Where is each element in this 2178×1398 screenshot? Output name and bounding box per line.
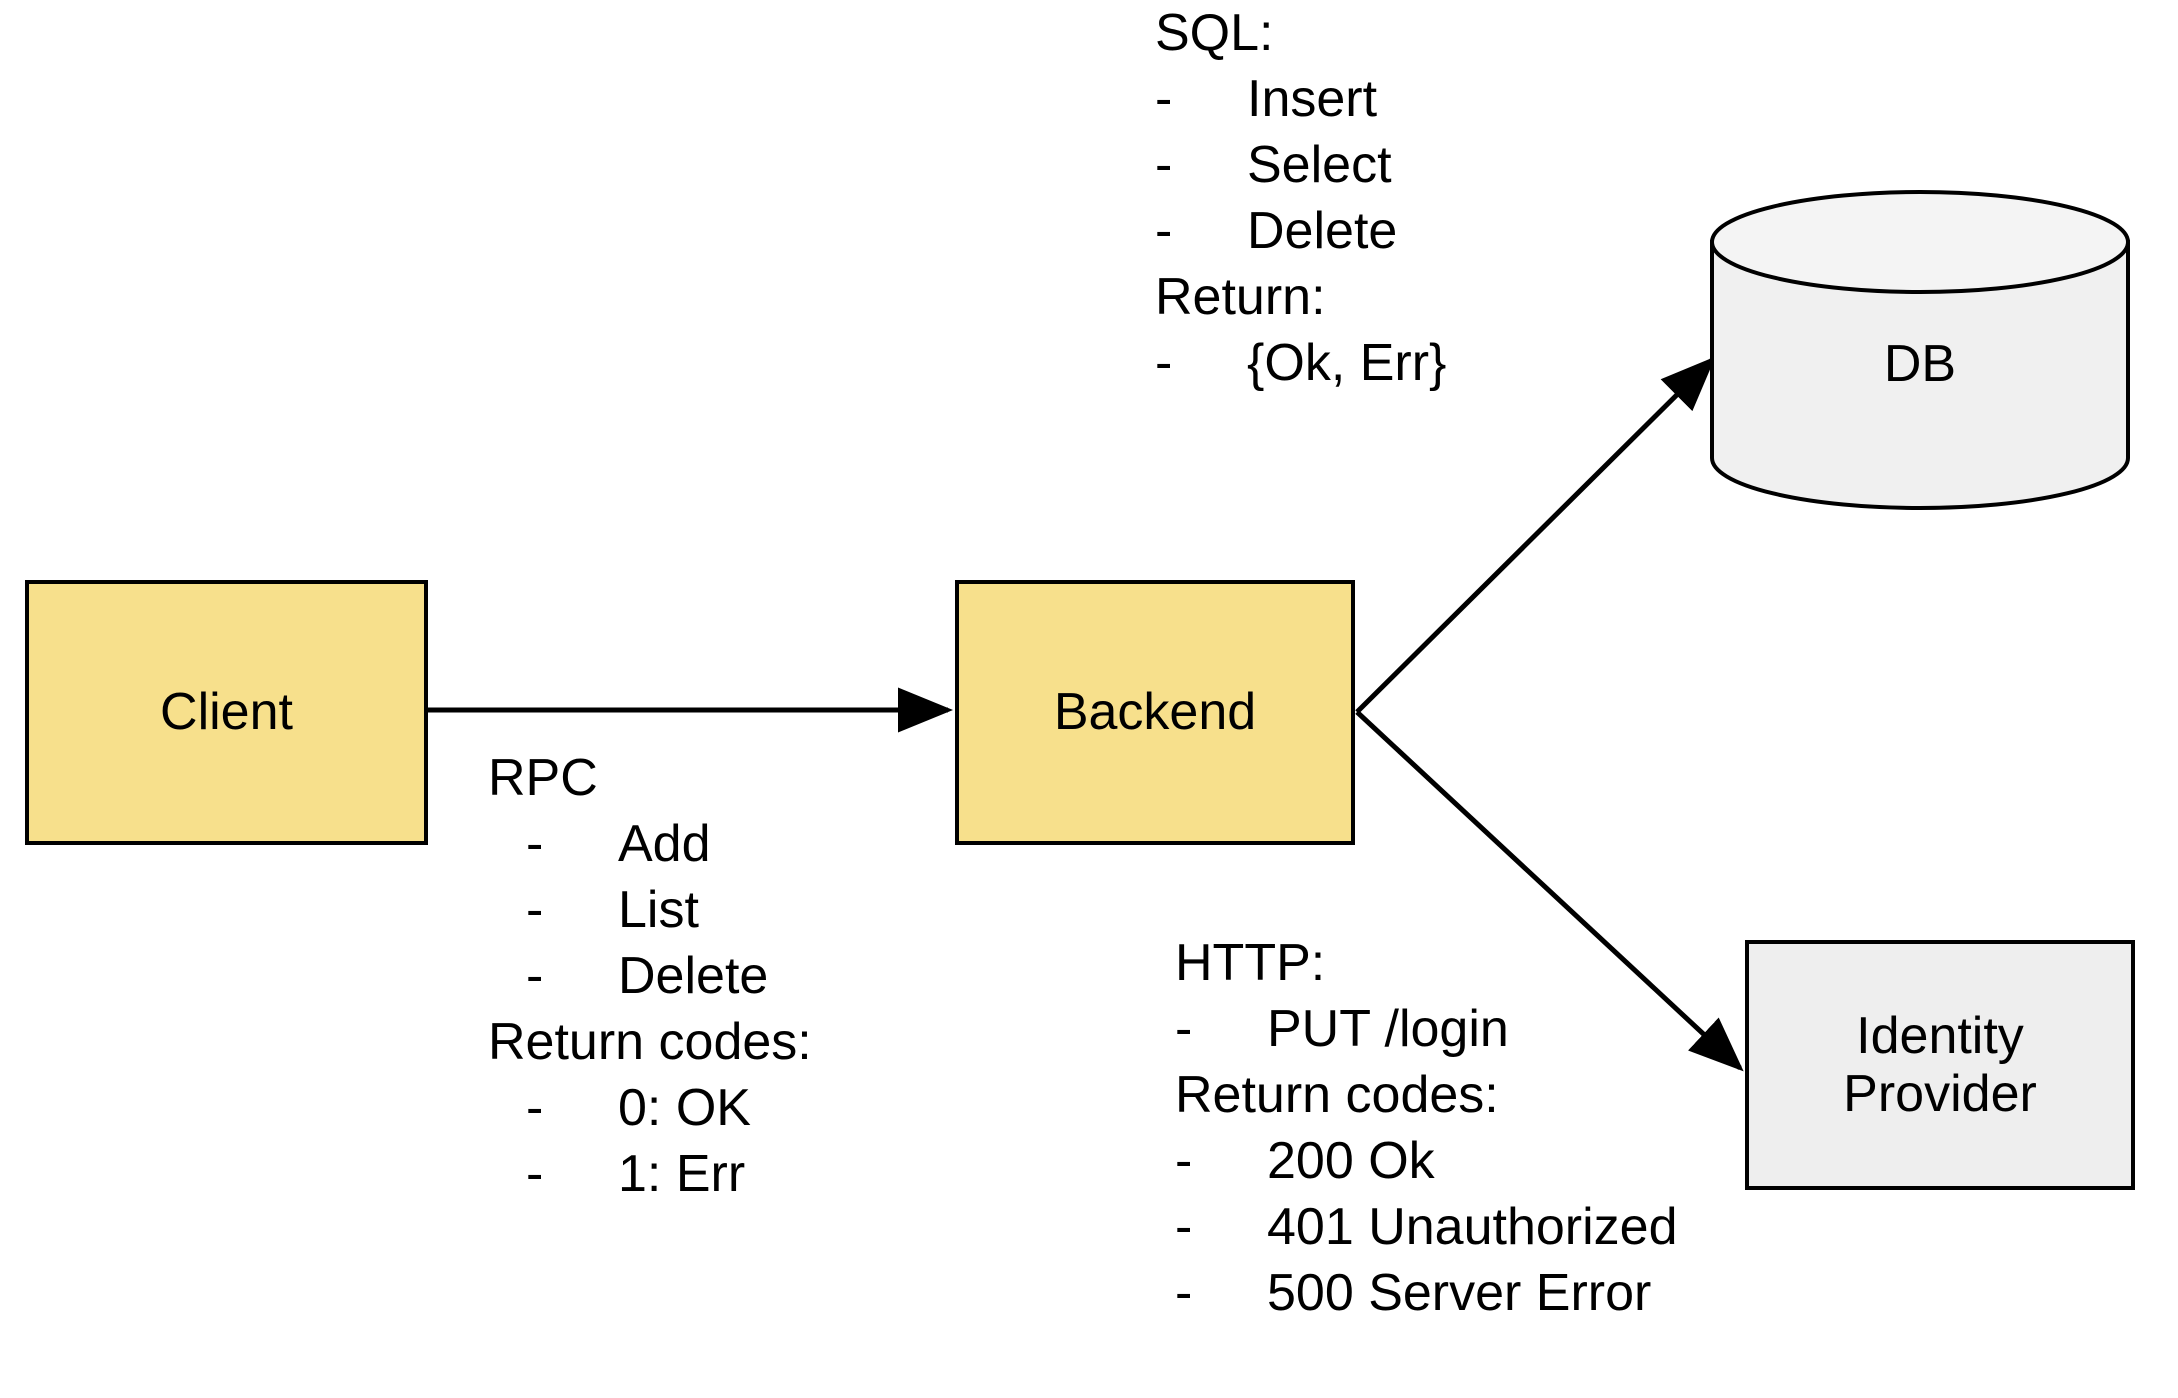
annotation-rpc-title: RPC bbox=[488, 749, 598, 807]
annotation-rpc-item-text: Add bbox=[618, 815, 711, 873]
annotation-sql-item-text: Insert bbox=[1247, 70, 1378, 128]
annotation-http-title: HTTP: bbox=[1175, 934, 1326, 992]
annotation-sql-return-item: - {Ok, Err} bbox=[1155, 330, 1446, 396]
annotation-http-return-item-text: 401 Unauthorized bbox=[1267, 1198, 1678, 1256]
bullet-dash-icon: - bbox=[526, 815, 544, 873]
bullet-dash-icon: - bbox=[1155, 136, 1173, 194]
annotation-sql-item-text: Select bbox=[1247, 136, 1392, 194]
bullet-dash-icon: - bbox=[1175, 1198, 1193, 1256]
annotation-rpc-item: - Delete bbox=[488, 943, 812, 1009]
bullet-dash-icon: - bbox=[1155, 202, 1173, 260]
annotation-sql: SQL: - Insert - Select - Delete Return: - {O… bbox=[1155, 0, 1446, 396]
annotation-sql-title: SQL: bbox=[1155, 4, 1274, 62]
annotation-sql-item: - Select bbox=[1155, 132, 1446, 198]
node-db-label: DB bbox=[1883, 335, 1957, 393]
annotation-sql-item-text: Delete bbox=[1247, 202, 1398, 260]
annotation-rpc-return-title: Return codes: bbox=[488, 1013, 812, 1071]
annotation-http-return-item-text: 200 Ok bbox=[1267, 1132, 1435, 1190]
node-backend-label: Backend bbox=[1053, 683, 1257, 742]
annotation-rpc-item-text: Delete bbox=[618, 947, 769, 1005]
annotation-rpc: RPC - Add - List - Delete Return codes: - 0:… bbox=[488, 745, 812, 1207]
bullet-dash-icon: - bbox=[1175, 1132, 1193, 1190]
bullet-dash-icon: - bbox=[526, 1079, 544, 1137]
bullet-dash-icon: - bbox=[526, 947, 544, 1005]
bullet-dash-icon: - bbox=[526, 1145, 544, 1203]
annotation-http-return-item: - 200 Ok bbox=[1175, 1128, 1678, 1194]
node-client[interactable]: Client bbox=[25, 580, 428, 845]
node-client-label: Client bbox=[160, 683, 293, 742]
bullet-dash-icon: - bbox=[1175, 1264, 1193, 1322]
node-db-label-wrap: DB bbox=[1710, 190, 2130, 510]
bullet-dash-icon: - bbox=[1155, 70, 1173, 128]
node-identity-provider-label: Identity Provider bbox=[1843, 1006, 2037, 1123]
annotation-rpc-item: - Add bbox=[488, 811, 812, 877]
edge-backend-to-db bbox=[1355, 356, 1716, 714]
annotation-rpc-return-item: - 1: Err bbox=[488, 1141, 812, 1207]
annotation-rpc-return-item: - 0: OK bbox=[488, 1075, 812, 1141]
annotation-http-item-text: PUT /login bbox=[1267, 1000, 1509, 1058]
annotation-http-return-item-text: 500 Server Error bbox=[1267, 1264, 1652, 1322]
bullet-dash-icon: - bbox=[526, 881, 544, 939]
annotation-http-return-item: - 500 Server Error bbox=[1175, 1260, 1678, 1326]
annotation-http: HTTP: -PUT /login Return codes: -200 Ok … bbox=[1175, 930, 1678, 1326]
bullet-dash-icon: - bbox=[1155, 334, 1173, 392]
annotation-sql-item: - Delete bbox=[1155, 198, 1446, 264]
annotation-sql-item: - Insert bbox=[1155, 66, 1446, 132]
annotation-http-return-title: Return codes: bbox=[1175, 1066, 1499, 1124]
bullet-dash-icon: - bbox=[1175, 1000, 1193, 1058]
annotation-sql-return-title: Return: bbox=[1155, 268, 1326, 326]
annotation-http-return-item: - 401 Unauthorized bbox=[1175, 1194, 1678, 1260]
node-db[interactable]: DB bbox=[1710, 190, 2130, 510]
annotation-sql-return-item-text: {Ok, Err} bbox=[1247, 334, 1447, 392]
annotation-rpc-item: - List bbox=[488, 877, 812, 943]
annotation-rpc-item-text: List bbox=[618, 881, 699, 939]
annotation-http-item: - PUT /login bbox=[1175, 996, 1678, 1062]
annotation-rpc-return-item-text: 1: Err bbox=[618, 1145, 746, 1203]
node-identity-provider[interactable]: Identity Provider bbox=[1745, 940, 2135, 1190]
cylinder-shape bbox=[1710, 190, 2130, 510]
node-backend[interactable]: Backend bbox=[955, 580, 1355, 845]
annotation-rpc-return-item-text: 0: OK bbox=[618, 1079, 751, 1137]
